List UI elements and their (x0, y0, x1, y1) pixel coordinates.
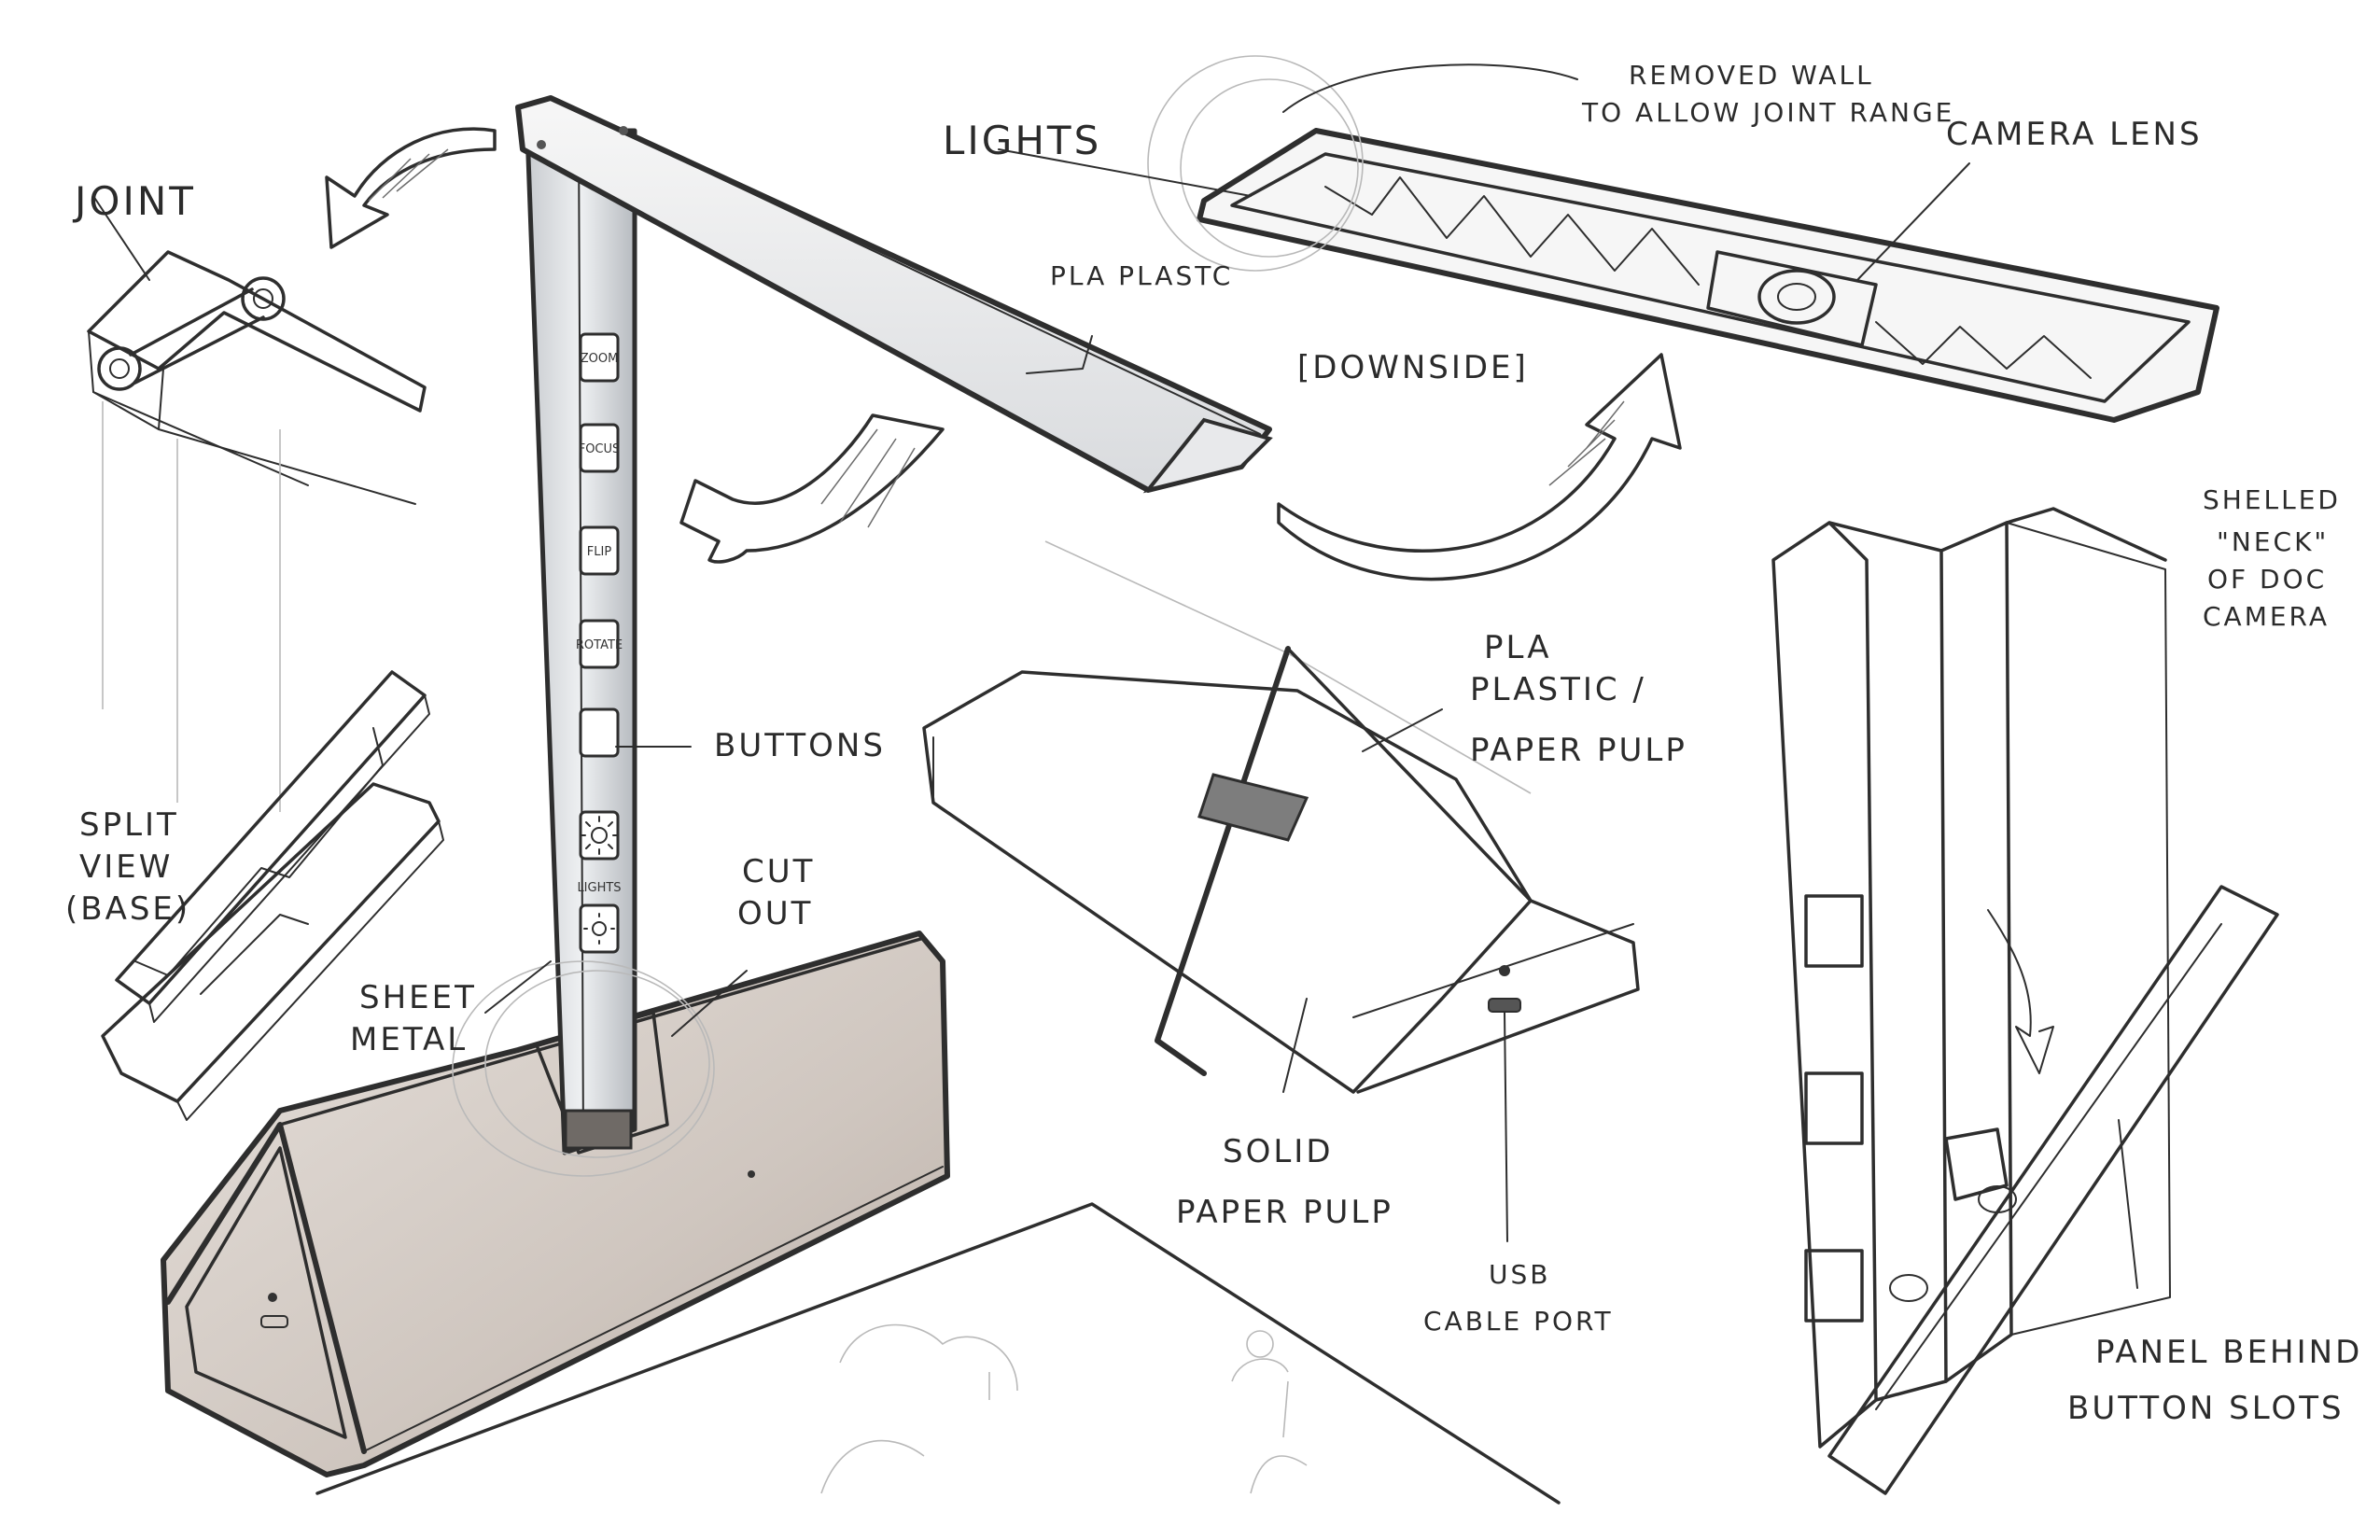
label-removed-wall-2: TO ALLOW JOINT RANGE (1581, 97, 1954, 128)
camera-lens-icon (1757, 269, 1836, 325)
label-shelled-neck-4: CAMERA (2203, 601, 2330, 632)
button-light-up[interactable] (579, 810, 620, 861)
label-usb-2: CABLE PORT (1423, 1306, 1614, 1337)
button-rotate[interactable]: ROTATE (576, 619, 623, 669)
label-panel-behind-2: BUTTON SLOTS (2067, 1390, 2345, 1427)
leader-lines (484, 63, 2138, 1289)
label-removed-wall-1: REMOVED WALL (1629, 60, 1874, 91)
usb-port-icon (260, 1315, 288, 1328)
label-joint: JOINT (72, 178, 196, 224)
label-split-view-3: (BASE) (65, 890, 190, 928)
label-pla-plastic-1: PLA (1484, 629, 1551, 666)
label-sheet-metal-2: METAL (350, 1021, 468, 1058)
label-shelled-neck-1: SHELLED (2203, 484, 2341, 515)
label-sheet-metal-1: SHEET (359, 979, 477, 1016)
flip-arrow-icon (679, 413, 945, 564)
button-flip-label: FLIP (587, 545, 612, 559)
base-detail (922, 540, 1640, 1094)
label-shelled-neck-3: OF DOC (2207, 564, 2327, 595)
label-camera-lens: CAMERA LENS (1946, 116, 2203, 153)
button-focus[interactable]: FOCUS (579, 423, 621, 473)
button-blank[interactable] (579, 707, 620, 758)
button-zoom[interactable]: ZOOM (579, 332, 620, 383)
label-lights: LIGHTS (943, 118, 1101, 163)
label-cut-out-1: CUT (742, 853, 815, 890)
port-indicator-icon (268, 1293, 277, 1302)
annotations: JOINT SPLIT VIEW (BASE) BUTTONS SHEET ME… (65, 60, 2362, 1427)
usb-port-detail-icon (1488, 998, 1521, 1013)
sun-dim-icon (583, 913, 615, 945)
rotate-arrow-icon (325, 127, 497, 249)
turn-arrow-icon (1277, 353, 1682, 581)
label-pla-plastic-arm: PLA PLASTC (1050, 260, 1233, 291)
button-light-down[interactable] (579, 903, 620, 954)
desk-surface (315, 1202, 1561, 1505)
label-split-view-2: VIEW (79, 848, 173, 886)
label-pla-plastic-3: PAPER PULP (1470, 732, 1687, 769)
label-solid-paper-pulp-2: PAPER PULP (1176, 1194, 1393, 1231)
label-split-view-1: SPLIT (79, 806, 179, 844)
label-cut-out-2: OUT (737, 895, 813, 932)
button-rotate-label: ROTATE (576, 638, 623, 652)
button-focus-label: FOCUS (579, 442, 621, 456)
label-shelled-neck-2: "NECK" (2217, 526, 2329, 557)
arm-downside-view (1147, 55, 2219, 423)
joint-detail (87, 195, 427, 812)
lamp-main: ZOOM FOCUS FLIP ROTATE LIGHTS (161, 95, 1273, 1477)
label-pla-plastic-2: PLASTIC / (1470, 671, 1646, 708)
label-solid-paper-pulp-1: SOLID (1223, 1133, 1334, 1170)
button-zoom-label: ZOOM (581, 352, 619, 366)
button-flip[interactable]: FLIP (579, 525, 620, 576)
label-downside: [DOWNSIDE] (1297, 349, 1529, 386)
shelled-neck-detail (1771, 507, 2279, 1495)
lights-button-caption: LIGHTS (577, 881, 621, 895)
label-panel-behind-1: PANEL BEHIND (2095, 1334, 2362, 1371)
split-view-base (101, 670, 444, 1121)
label-buttons: BUTTONS (714, 727, 886, 764)
sun-icon (580, 816, 619, 855)
label-usb-1: USB (1489, 1259, 1550, 1290)
